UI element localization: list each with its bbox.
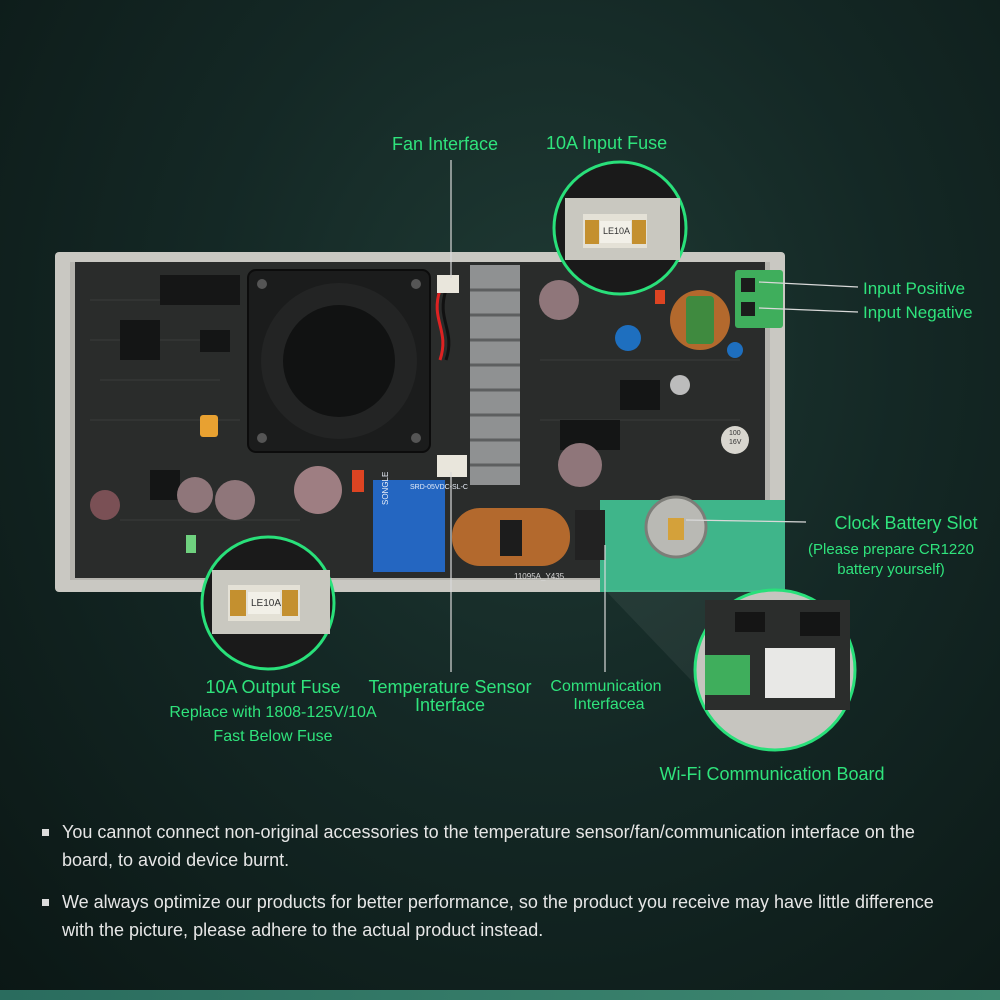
cap-marking-1: 100 (729, 430, 741, 437)
note-item: You cannot connect non-original accessor… (40, 818, 970, 874)
temperature-sensor-label-2: Interface (414, 695, 486, 715)
note-text: We always optimize our products for bett… (62, 892, 934, 940)
clock-battery-note-1: (Please prepare CR1220 (808, 541, 974, 558)
output-fuse-zoom (200, 535, 336, 671)
toroid-inductor-small (670, 290, 730, 350)
relay-model: SRD-05VDC-SL-C (410, 484, 468, 491)
output-fuse-note-2: Fast Below Fuse (213, 728, 333, 745)
bullet-icon (42, 899, 49, 906)
callout-lines (450, 160, 859, 672)
input-fuse-marking: LE10A (603, 226, 631, 236)
output-fuse-label: 10A Output Fuse (205, 677, 341, 697)
input-fuse-zoom (552, 160, 688, 296)
cap-marking-2: 16V (729, 439, 742, 446)
ic-chip (620, 380, 660, 410)
ic-chip (560, 420, 620, 450)
note-item: We always optimize our products for bett… (40, 888, 970, 944)
input-positive-label: Input Positive (863, 279, 966, 298)
output-fuse-marking: LE10A (251, 598, 282, 609)
wifi-board-label: Wi-Fi Communication Board (659, 764, 885, 784)
temperature-sensor-label: Temperature Sensor (368, 677, 532, 697)
toroid-inductor (452, 508, 570, 566)
ic-chip (120, 320, 160, 360)
fan-connector (437, 275, 459, 293)
ic-chip (150, 470, 180, 500)
ic-chip (160, 275, 240, 305)
capacitors (90, 280, 749, 520)
bullet-icon (42, 829, 49, 836)
bottom-band (0, 990, 1000, 1000)
communication-label: Communication (550, 678, 662, 695)
input-fuse-label: 10A Input Fuse (546, 133, 668, 153)
note-text: You cannot connect non-original accessor… (62, 822, 915, 870)
temperature-connector (437, 455, 467, 477)
output-fuse-note-1: Replace with 1808-125V/10A (169, 704, 377, 721)
board-code: 11095A_Y435 (514, 572, 565, 581)
heatsink (470, 265, 520, 485)
ic-chip (200, 330, 230, 352)
communication-label-2: Interfacea (573, 696, 645, 713)
relay (373, 480, 445, 572)
comm-header (575, 510, 605, 560)
fan-interface-label: Fan Interface (392, 134, 499, 154)
clock-battery-label: Clock Battery Slot (834, 513, 978, 533)
clock-battery-note-2: battery yourself) (837, 561, 945, 578)
fan-hub (283, 305, 395, 417)
relay-brand: SONGLE (381, 471, 390, 505)
input-negative-label: Input Negative (863, 303, 973, 322)
wifi-board-zoom (693, 588, 857, 752)
notes-section: You cannot connect non-original accessor… (40, 818, 970, 958)
